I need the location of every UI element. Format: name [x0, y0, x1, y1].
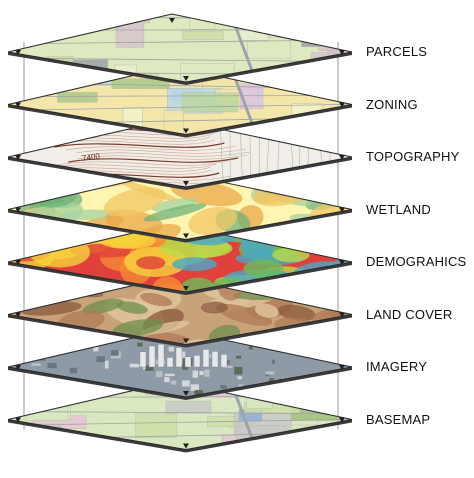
- contour-label: 7400: [82, 151, 101, 162]
- layer-label-basemap: BASEMAP: [366, 411, 431, 427]
- layer-label-landcover: LAND COVER: [366, 306, 453, 322]
- layer-label-parcels: PARCELS: [366, 44, 428, 59]
- layer-label-wetland: WETLAND: [366, 201, 431, 217]
- layer-label-demographics: DEMOGRAHICS: [366, 254, 467, 269]
- layer-label-topography: TOPOGRAPHY: [366, 149, 460, 164]
- layer-label-imagery: IMAGERY: [366, 359, 428, 374]
- layer-label-zoning: ZONING: [366, 96, 418, 112]
